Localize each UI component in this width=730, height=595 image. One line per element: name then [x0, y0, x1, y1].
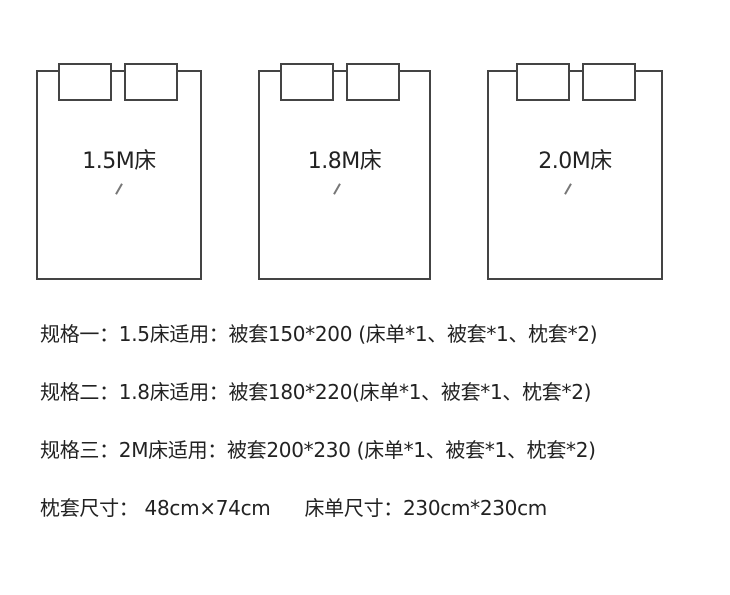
- bed-outline: [258, 70, 431, 280]
- pillow: [280, 63, 334, 101]
- bed-size-label: 1.5M床: [82, 149, 156, 174]
- pillow: [516, 63, 570, 101]
- pillow: [582, 63, 636, 101]
- bed-size-label: 2.0M床: [538, 149, 612, 174]
- bed-outline: [487, 70, 663, 280]
- spec-line-3: 规格三：2M床适用：被套200*230 (床单*1、被套*1、枕套*2): [40, 438, 596, 462]
- spec-line-2: 规格二：1.8床适用：被套180*220(床单*1、被套*1、枕套*2): [40, 380, 592, 404]
- bed-outline: [36, 70, 202, 280]
- pillowcase-size: 枕套尺寸： 48cm×74cm: [40, 496, 271, 520]
- bed-size-label: 1.8M床: [307, 149, 382, 174]
- spec-line-1: 规格一：1.5床适用：被套150*200 (床单*1、被套*1、枕套*2): [40, 322, 598, 346]
- pillow: [58, 63, 112, 101]
- size-line: 枕套尺寸： 48cm×74cm 床单尺寸：230cm*230cm: [40, 492, 547, 521]
- pillow: [346, 63, 400, 101]
- pillow: [124, 63, 178, 101]
- bedsheet-size: 床单尺寸：230cm*230cm: [304, 496, 547, 520]
